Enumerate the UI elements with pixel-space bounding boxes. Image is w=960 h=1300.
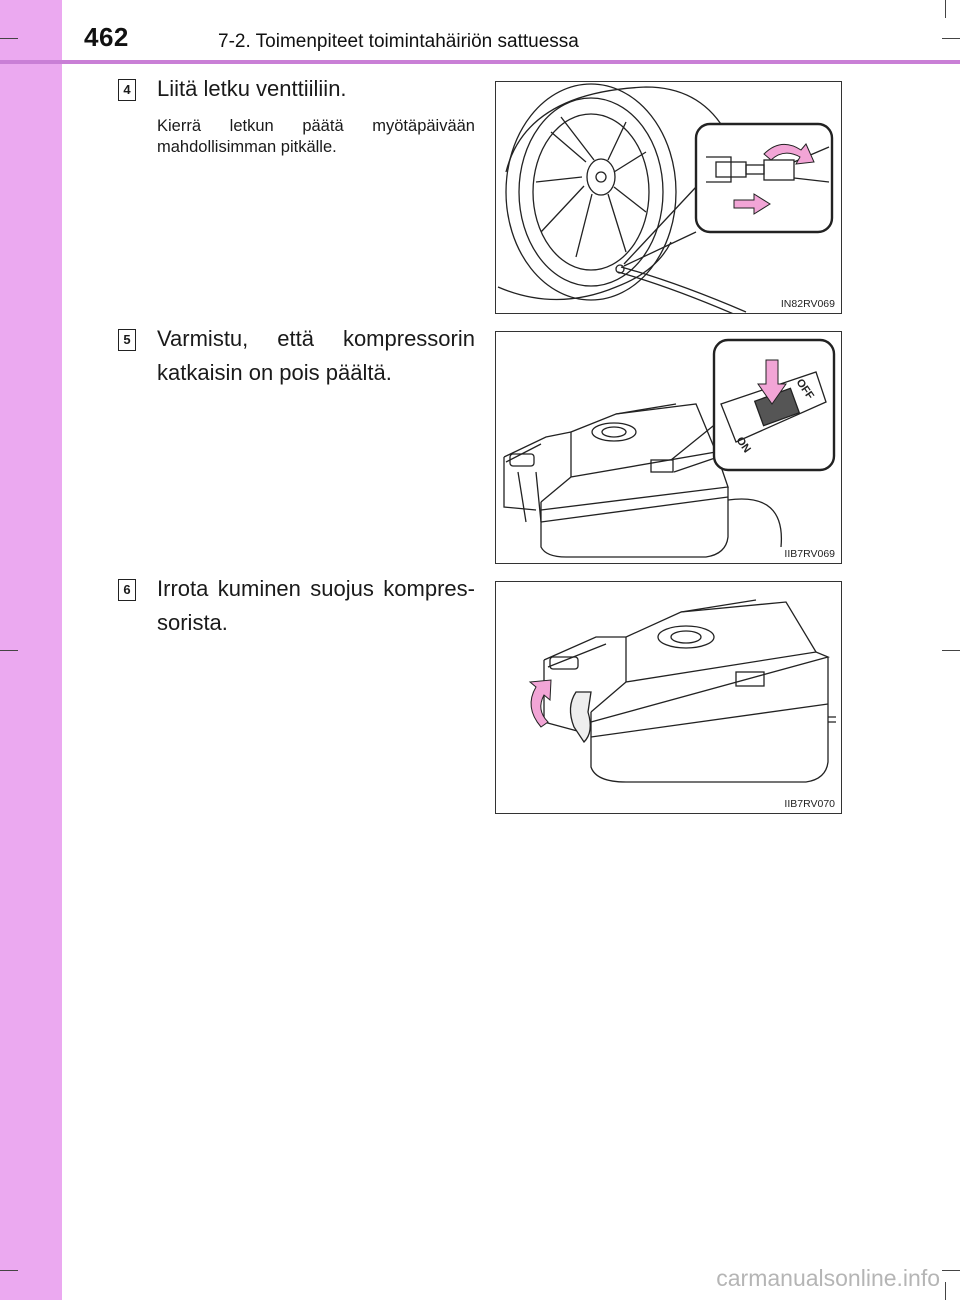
crop-mark xyxy=(945,1282,946,1300)
step-description: Kierrä letkun päätä myötäpäivään mahdoll… xyxy=(157,117,475,156)
step-title: Varmistu, että kompressorin katkaisin on… xyxy=(157,326,475,385)
crop-mark xyxy=(942,650,960,651)
crop-mark xyxy=(945,0,946,18)
compressor-switch-illustration: ON OFF xyxy=(503,338,836,558)
step-number-badge: 4 xyxy=(118,79,136,101)
watermark: carmanualsonline.info xyxy=(716,1265,940,1291)
crop-mark xyxy=(0,650,18,651)
figure-code: IN82RV069 xyxy=(780,298,835,310)
wheel-valve-illustration xyxy=(497,83,834,313)
header-rule xyxy=(0,60,960,64)
section-title: 7-2. Toimenpiteet toimintahäiriön sattue… xyxy=(218,31,579,52)
step-number-badge: 5 xyxy=(118,329,136,351)
figure-code: IIB7RV070 xyxy=(784,798,835,810)
page-number: 462 xyxy=(84,22,129,52)
step-title: Liitä letku venttiiliin. xyxy=(157,76,347,101)
crop-mark xyxy=(0,38,18,39)
compressor-cover-illustration xyxy=(528,599,836,783)
crop-mark xyxy=(0,1270,18,1271)
step-number-badge: 6 xyxy=(118,579,136,601)
step-title: Irrota kuminen suojus kompres-sorista. xyxy=(157,576,475,635)
figure-code: IIB7RV069 xyxy=(784,548,835,560)
crop-mark xyxy=(942,1270,960,1271)
figure-remove-rubber-cover: IIB7RV070 xyxy=(495,581,842,814)
crop-mark xyxy=(942,38,960,39)
figure-compressor-switch: ON OFF IIB7RV069 xyxy=(495,331,842,564)
figure-hose-to-valve: IN82RV069 xyxy=(495,81,842,314)
